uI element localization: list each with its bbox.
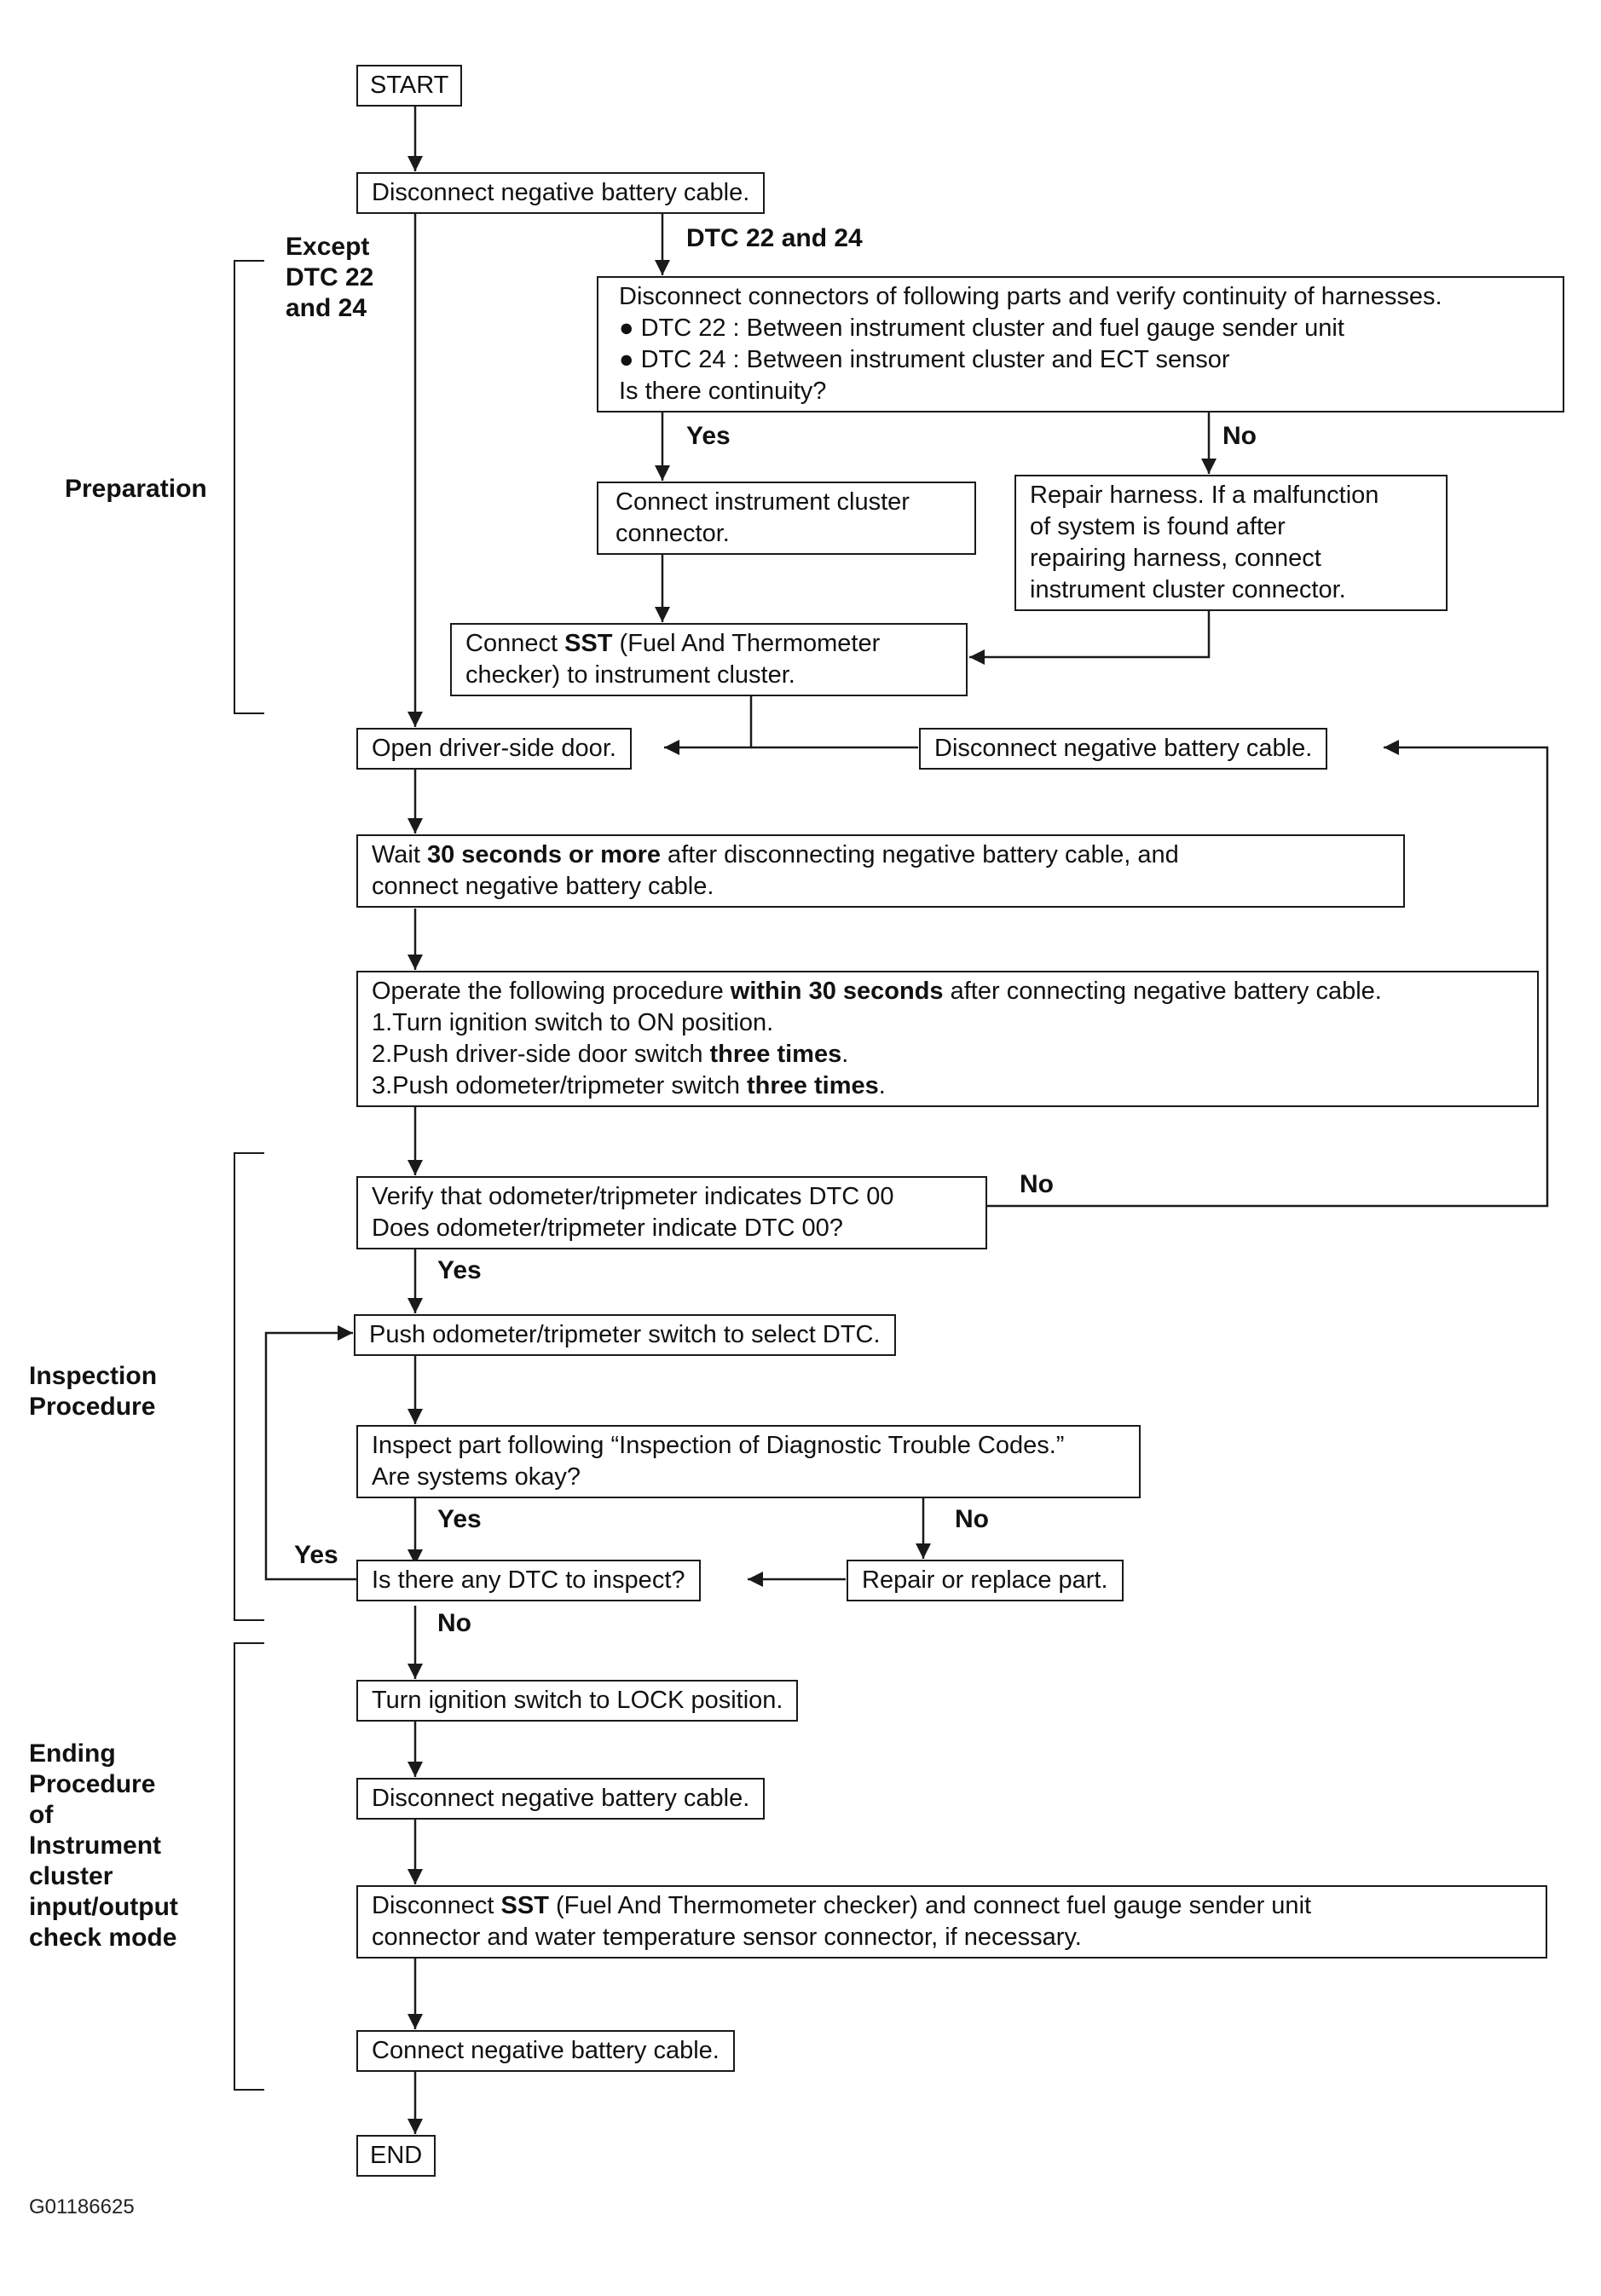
label-continuity-yes: Yes	[686, 422, 731, 450]
operate-line-3: 2.Push driver-side door switch three tim…	[372, 1041, 849, 1068]
step-wait: Wait 30 seconds or more after disconnect…	[356, 834, 1405, 908]
step-repair-replace: Repair or replace part.	[847, 1560, 1124, 1601]
inspect-part-question: Are systems okay?	[372, 1463, 581, 1491]
step-disconnect-final-text: Disconnect negative battery cable.	[372, 1785, 750, 1812]
step-repair-harness: Repair harness. If a malfunction of syst…	[1014, 475, 1448, 611]
section-inspection: Inspection Procedure	[29, 1362, 158, 1421]
wait-emphasis: 30 seconds or more	[426, 841, 661, 868]
repair-harness-line-2: of system is found after	[1030, 513, 1286, 540]
arrow-any-dtc-yes-loop	[264, 1325, 356, 1581]
step-any-dtc: Is there any DTC to inspect?	[356, 1560, 701, 1601]
end-label: END	[370, 2142, 423, 2169]
verify-dtc00-question: Does odometer/tripmeter indicate DTC 00?	[372, 1214, 843, 1242]
wait-line-1: Wait 30 seconds or more after disconnect…	[372, 841, 1179, 868]
connect-sst-line-2: checker) to instrument cluster.	[465, 661, 795, 689]
operate-line-1: Operate the following procedure within 3…	[372, 978, 1382, 1005]
label-except-dtc: Except DTC 22 and 24	[286, 233, 374, 322]
step-disconnect-battery: Disconnect negative battery cable.	[356, 172, 766, 214]
continuity-line-dtc22: ● DTC 22 : Between instrument cluster an…	[619, 314, 1344, 342]
figure-id: G01186625	[29, 2195, 135, 2218]
bracket-ending	[234, 1642, 264, 2091]
repair-harness-line-3: repairing harness, connect	[1030, 545, 1321, 572]
step-open-door-text: Open driver-side door.	[372, 735, 616, 762]
label-dtc-22-24: DTC 22 and 24	[686, 224, 863, 252]
wait-line-2: connect negative battery cable.	[372, 873, 714, 900]
start-label: START	[370, 72, 449, 99]
operate-emphasis: within 30 seconds	[730, 978, 944, 1005]
disconnect-sst-line-1: Disconnect SST (Fuel And Thermometer che…	[372, 1892, 1312, 1919]
verify-dtc00-line-1: Verify that odometer/tripmeter indicates…	[372, 1183, 894, 1210]
operate-line-4: 3.Push odometer/tripmeter switch three t…	[372, 1072, 886, 1099]
step-any-dtc-text: Is there any DTC to inspect?	[372, 1566, 685, 1594]
label-okay-no: No	[955, 1505, 989, 1533]
label-dtc00-no: No	[1020, 1170, 1054, 1198]
arrow-sst-to-open-door	[664, 692, 753, 755]
step-turn-lock-text: Turn ignition switch to LOCK position.	[372, 1687, 783, 1714]
step-operate-procedure: Operate the following procedure within 3…	[356, 971, 1539, 1107]
sst-emphasis-final: SST	[500, 1892, 549, 1919]
connect-sst-line-1: Connect SST (Fuel And Thermometer	[465, 630, 881, 657]
label-more-yes: Yes	[294, 1541, 338, 1569]
step-connect-sst: Connect SST (Fuel And Thermometer checke…	[450, 623, 968, 696]
label-more-no: No	[437, 1609, 471, 1637]
step-push-select-dtc: Push odometer/tripmeter switch to select…	[354, 1314, 896, 1356]
inspect-part-line-1: Inspect part following “Inspection of Di…	[372, 1432, 1065, 1459]
label-okay-yes: Yes	[437, 1505, 482, 1533]
cluster-connector-line-2: connector.	[616, 520, 730, 547]
end-terminal: END	[356, 2135, 436, 2177]
arrow-verify-no-loop	[987, 740, 1549, 1208]
operate-line-2: 1.Turn ignition switch to ON position.	[372, 1009, 774, 1036]
step-push-select-text: Push odometer/tripmeter switch to select…	[369, 1321, 881, 1348]
arrow-repair-to-sst	[969, 609, 1211, 665]
sst-emphasis: SST	[564, 630, 613, 657]
disconnect-sst-line-2: connector and water temperature sensor c…	[372, 1924, 1082, 1951]
section-preparation: Preparation	[65, 475, 207, 503]
repair-harness-line-4: instrument cluster connector.	[1030, 576, 1346, 603]
section-ending: Ending Procedure of Instrument cluster i…	[29, 1739, 178, 1952]
continuity-line-1: Disconnect connectors of following parts…	[619, 283, 1442, 310]
step-verify-continuity: Disconnect connectors of following parts…	[597, 276, 1564, 412]
start-terminal: START	[356, 65, 463, 107]
step-repair-replace-text: Repair or replace part.	[862, 1566, 1108, 1594]
step-connect-battery-text: Connect negative battery cable.	[372, 2037, 720, 2064]
step-disconnect-battery-retry: Disconnect negative battery cable.	[919, 728, 1328, 770]
repair-harness-line-1: Repair harness. If a malfunction	[1030, 482, 1379, 509]
step-disconnect-battery-final: Disconnect negative battery cable.	[356, 1778, 766, 1820]
bracket-preparation	[234, 260, 264, 714]
step-disconnect-sst: Disconnect SST (Fuel And Thermometer che…	[356, 1885, 1547, 1959]
step-disconnect-battery-text: Disconnect negative battery cable.	[372, 179, 750, 206]
step-connect-cluster-connector: Connect instrument cluster connector.	[597, 482, 976, 555]
step-open-door: Open driver-side door.	[356, 728, 632, 770]
label-dtc00-yes: Yes	[437, 1256, 482, 1284]
continuity-question: Is there continuity?	[619, 378, 827, 405]
step-connect-battery: Connect negative battery cable.	[356, 2030, 735, 2072]
step-disconnect-retry-text: Disconnect negative battery cable.	[934, 735, 1313, 762]
step-turn-lock: Turn ignition switch to LOCK position.	[356, 1680, 799, 1722]
label-continuity-no: No	[1222, 422, 1257, 450]
step-inspect-part: Inspect part following “Inspection of Di…	[356, 1425, 1141, 1498]
cluster-connector-line-1: Connect instrument cluster	[616, 488, 910, 516]
step-verify-dtc00: Verify that odometer/tripmeter indicates…	[356, 1176, 987, 1249]
bracket-inspection	[234, 1152, 264, 1621]
continuity-line-dtc24: ● DTC 24 : Between instrument cluster an…	[619, 346, 1230, 373]
